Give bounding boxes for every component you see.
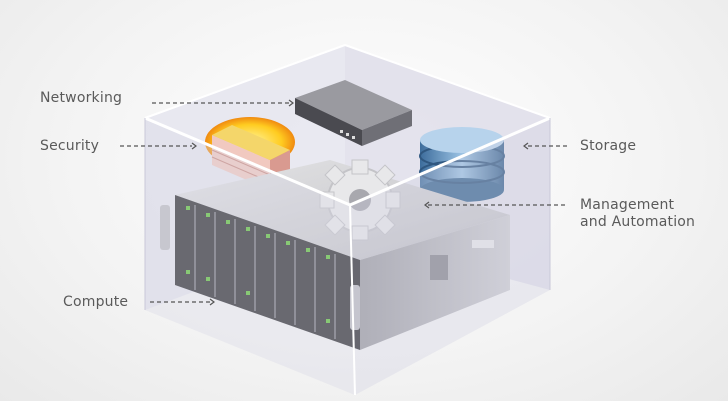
storage-label: Storage xyxy=(580,138,637,154)
compute-label: Compute xyxy=(63,294,129,310)
network-switch-icon xyxy=(295,80,412,287)
automation-label: and Automation xyxy=(580,214,696,230)
management-label: Management xyxy=(580,197,675,213)
networking-label: Networking xyxy=(40,90,123,106)
security-label: Security xyxy=(40,138,100,154)
glass-cube-front xyxy=(144,43,551,396)
storage-database-icon xyxy=(419,127,505,202)
